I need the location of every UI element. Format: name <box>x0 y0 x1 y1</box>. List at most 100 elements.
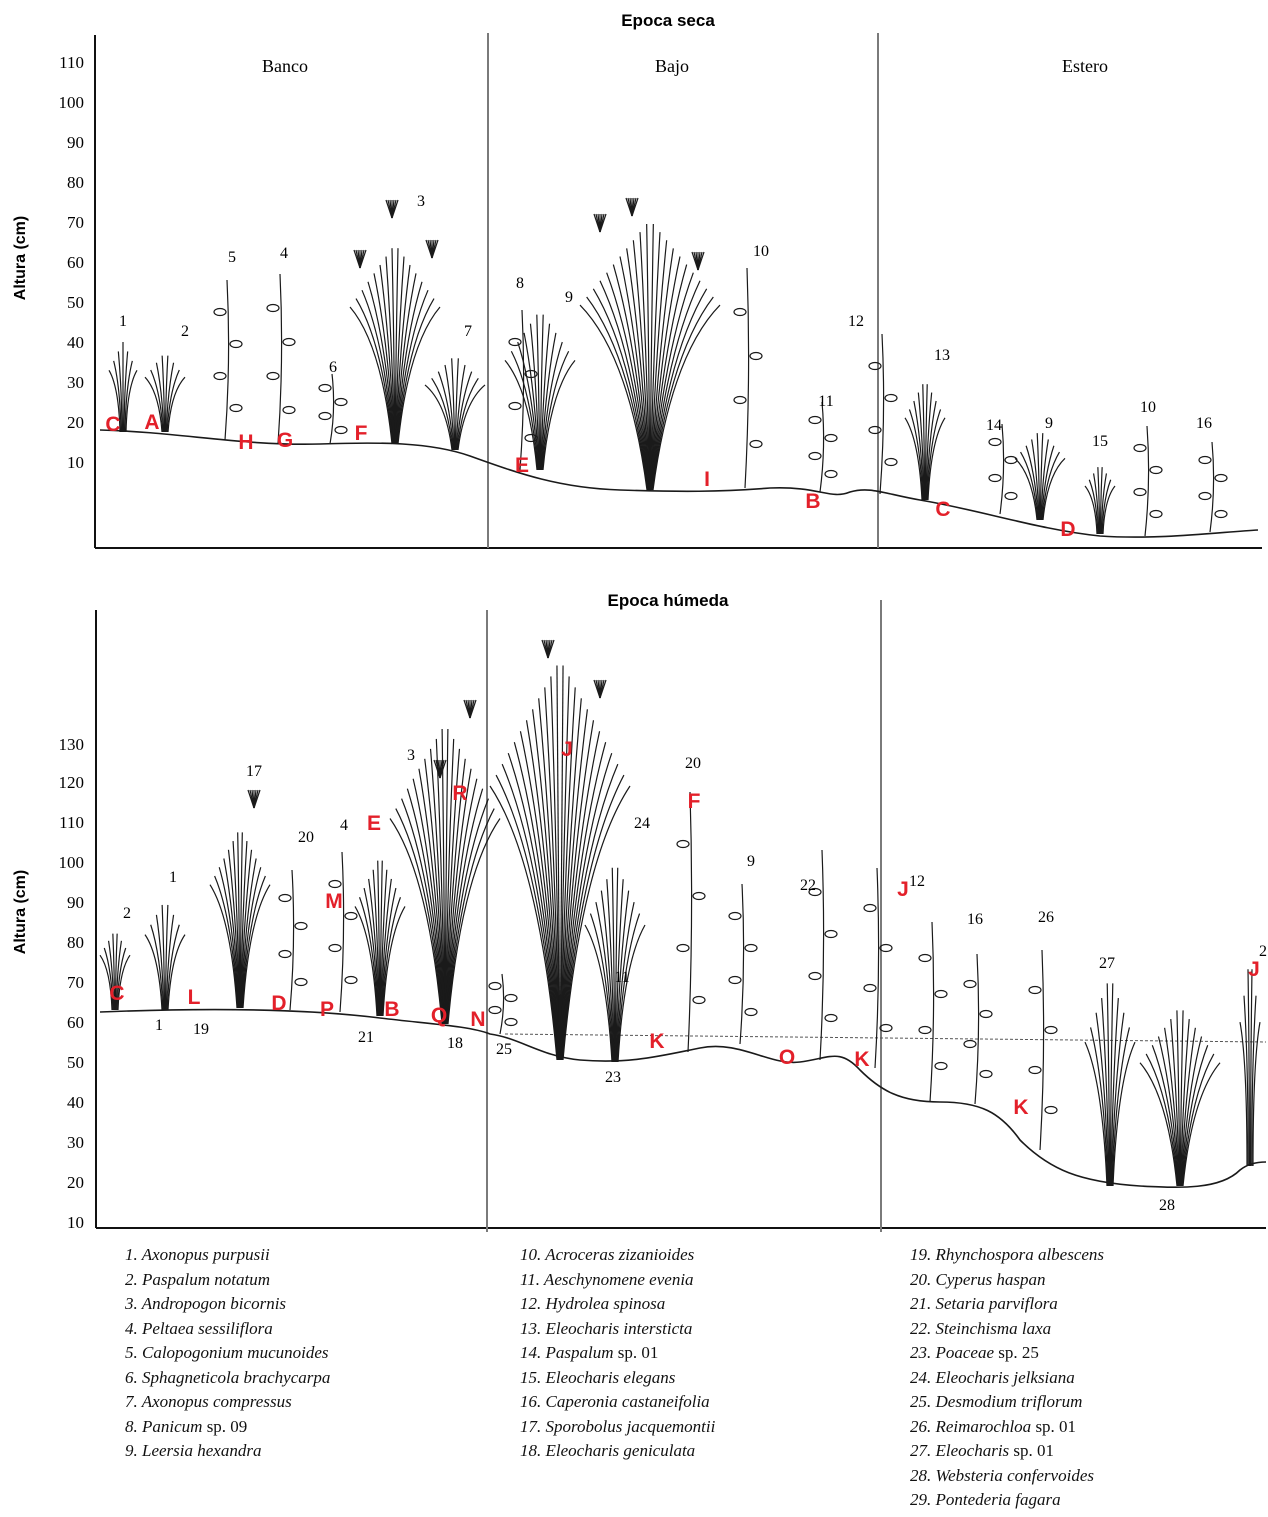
community-labels-dry: C A H G F E I B C D <box>105 411 1075 541</box>
grass-blade <box>1180 1027 1196 1187</box>
community-label: M <box>325 890 343 913</box>
legend-species-name: 26. Reimarochloa <box>910 1416 1032 1436</box>
community-label: C <box>935 498 950 521</box>
legend-entry: 22. Steinchisma laxa <box>910 1317 1104 1342</box>
grass-blade <box>517 341 539 471</box>
herb-leaf <box>1149 465 1163 475</box>
y-tick: 110 <box>59 813 84 832</box>
species-label: 16 <box>1196 415 1212 432</box>
herb-leaf <box>868 361 882 371</box>
herb-leaf <box>692 891 706 901</box>
grass-blade <box>501 763 559 1061</box>
grass-blade <box>561 763 619 1061</box>
community-label: J <box>897 878 909 901</box>
species-label: 15 <box>1092 433 1108 450</box>
herb-stem <box>929 921 935 1103</box>
herb-leaf <box>278 893 292 903</box>
grass-blade <box>124 360 133 433</box>
legend-entry: 24. Eleocharis jelksiana <box>910 1366 1104 1391</box>
grass-blade <box>519 731 559 1061</box>
grass-blade <box>579 304 648 491</box>
herb-leaf <box>749 351 763 361</box>
grass-blade <box>445 768 472 1025</box>
legend-species-name: 7. Axonopus compressus <box>125 1392 292 1411</box>
grass-blade <box>381 897 402 1017</box>
grass-blade <box>368 878 380 1017</box>
grass-blade <box>367 281 394 445</box>
grass-blade <box>167 934 186 1011</box>
grass-blade <box>444 738 455 1025</box>
herb-leaf <box>879 1023 893 1033</box>
grass-blade <box>525 720 560 1061</box>
grass-blade <box>241 875 266 1009</box>
grass-blade <box>1039 433 1044 521</box>
species-label: 11 <box>614 969 629 986</box>
herb-leaf <box>229 339 243 349</box>
grass-blade <box>908 409 924 501</box>
grass-blade <box>446 788 484 1025</box>
plume-strand <box>253 789 261 809</box>
legend-entry: 11. Aeschynomene evenia <box>520 1268 715 1293</box>
legend-species-suffix: sp. 25 <box>994 1343 1039 1362</box>
grass-blade <box>615 890 630 1063</box>
herb-leaf <box>728 911 742 921</box>
community-label: C <box>105 413 120 436</box>
legend-species-name: 25. Desmodium triflorum <box>910 1392 1083 1411</box>
y-ticks-dry: 10 20 30 40 50 60 70 80 90 100 110 <box>59 53 85 472</box>
community-label: H <box>238 431 253 454</box>
grass-blade <box>611 867 616 1063</box>
grass-blade <box>361 289 394 445</box>
y-tick: 70 <box>67 213 84 232</box>
plume-strand <box>391 199 399 219</box>
legend-species-name: 8. Panicum <box>125 1416 203 1436</box>
grass-blade <box>117 351 123 433</box>
grass-blade <box>107 940 115 1011</box>
grass-blade <box>358 897 379 1017</box>
species-label: 5 <box>228 249 236 266</box>
species-label: 23 <box>605 1069 621 1086</box>
grass-blade <box>385 256 395 445</box>
grass-blade <box>166 924 180 1011</box>
legend-entry: 25. Desmodium triflorum <box>910 1390 1104 1415</box>
grass-blade <box>639 232 651 491</box>
grass-blade <box>113 360 122 433</box>
grass-blade <box>561 731 601 1061</box>
grass-blade <box>1252 1022 1261 1167</box>
zone-label-estero: Estero <box>1062 56 1108 76</box>
grass-blade <box>1084 485 1098 535</box>
species-label: 10 <box>1140 399 1156 416</box>
herb-leaf <box>504 1017 518 1027</box>
grass-blade <box>380 878 392 1017</box>
herb-leaf <box>979 1009 993 1019</box>
species-label: 10 <box>753 243 769 260</box>
species-label: 17 <box>246 763 262 780</box>
community-label: N <box>470 1008 485 1031</box>
grass-blade <box>456 371 473 451</box>
community-labels-wet: E R J F M J C L D P B Q N K O K K J <box>109 738 1259 1119</box>
herb-stem <box>819 849 825 1061</box>
community-label: J <box>1248 958 1260 981</box>
community-label: E <box>515 454 529 477</box>
grass-blade <box>616 913 641 1063</box>
grass-blade <box>123 351 129 433</box>
grass-blade <box>540 332 557 471</box>
grass-blade <box>556 665 561 1061</box>
herb-leaf <box>213 371 227 381</box>
herb-leaf <box>863 983 877 993</box>
legend-entry: 19. Rhynchospora albescens <box>910 1243 1104 1268</box>
grass-blade <box>240 849 253 1009</box>
grass-blade <box>424 384 453 451</box>
legend-species-name: 19. Rhynchospora albescens <box>910 1245 1105 1264</box>
legend-species-name: 12. Hydrolea spinosa <box>520 1294 666 1313</box>
herb-leaf <box>733 395 747 405</box>
herb-leaf <box>488 981 502 991</box>
community-label: C <box>109 982 124 1005</box>
herb-leaf <box>344 911 358 921</box>
legend-species-name: 28. Websteria confervoides <box>910 1465 1094 1485</box>
legend-entry: 8. Panicum sp. 09 <box>125 1415 330 1440</box>
species-label: 6 <box>329 359 337 376</box>
grass-blade <box>1020 451 1039 521</box>
grass-blade <box>418 768 445 1025</box>
grass-blade <box>600 890 615 1063</box>
